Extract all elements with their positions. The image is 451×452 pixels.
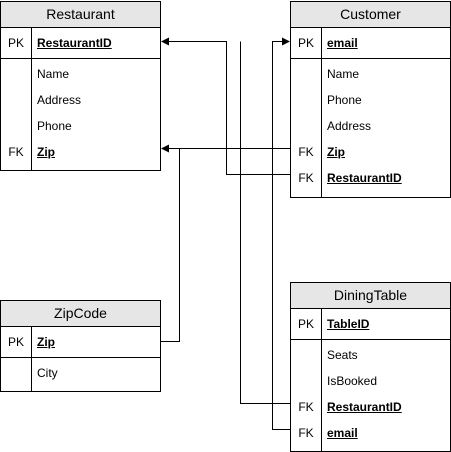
row-field: Address	[291, 113, 450, 139]
field-name: Zip	[37, 335, 55, 349]
key-column-divider	[321, 27, 322, 197]
field-name: email	[327, 36, 358, 50]
field-name: Zip	[327, 145, 345, 159]
key-label: PK	[7, 36, 24, 50]
field-name: IsBooked	[327, 374, 378, 388]
key-label: FK	[298, 145, 314, 159]
row-pk: PK Zip	[1, 329, 160, 355]
row-pk: PK TableID	[291, 311, 450, 337]
field-name: Name	[37, 67, 70, 81]
key-column-divider	[31, 326, 32, 391]
key-column-divider	[31, 27, 32, 170]
row-field: Name	[291, 61, 450, 87]
row-field: FK Zip	[291, 139, 450, 165]
key-label: FK	[298, 171, 314, 185]
row-pk: PK RestaurantID	[1, 30, 160, 56]
field-name: Name	[327, 67, 360, 81]
entity-zipcode: ZipCode PK Zip City	[0, 300, 161, 392]
row-field: Phone	[291, 87, 450, 113]
entity-title: Customer	[291, 2, 450, 28]
row-field: City	[1, 360, 160, 386]
field-name: Seats	[327, 348, 358, 362]
entity-title: ZipCode	[1, 301, 160, 327]
link-diningtable-restaurant	[240, 41, 291, 404]
row-field: Name	[1, 61, 160, 87]
row-field: FK RestaurantID	[291, 165, 450, 191]
link-customer-restaurant	[161, 37, 291, 175]
key-label: PK	[7, 335, 24, 349]
key-label: FK	[8, 145, 24, 159]
row-field: FK email	[291, 420, 450, 446]
row-field: Seats	[291, 342, 450, 368]
key-column-divider	[321, 308, 322, 451]
field-name: Phone	[327, 93, 362, 107]
field-name: City	[37, 366, 58, 380]
field-name: RestaurantID	[37, 36, 112, 50]
field-name: Address	[327, 119, 372, 133]
entity-title: Restaurant	[1, 2, 160, 28]
entity-diningtable: DiningTable PK TableID Seats IsBooked FK…	[290, 282, 451, 452]
row-field: FK Zip	[1, 139, 160, 165]
key-label: PK	[297, 317, 314, 331]
link-diningtable-customer	[272, 37, 291, 430]
row-field: Phone	[1, 113, 160, 139]
key-label: FK	[298, 400, 314, 414]
row-field: Address	[1, 87, 160, 113]
link-zipcode-restaurant	[160, 148, 180, 342]
row-pk: PK email	[291, 30, 450, 56]
row-field: IsBooked	[291, 368, 450, 394]
field-name: email	[327, 426, 358, 440]
key-label: PK	[297, 36, 314, 50]
field-name: RestaurantID	[327, 400, 402, 414]
entity-title: DiningTable	[291, 283, 450, 309]
entity-restaurant: Restaurant PK RestaurantID Name Address …	[0, 1, 161, 171]
field-name: Address	[37, 93, 82, 107]
field-name: RestaurantID	[327, 171, 402, 185]
field-name: Phone	[37, 119, 72, 133]
key-label: FK	[298, 426, 314, 440]
field-name: Zip	[37, 145, 55, 159]
field-name: TableID	[327, 317, 370, 331]
row-field: FK RestaurantID	[291, 394, 450, 420]
entity-customer: Customer PK email Name Phone Address FK Z…	[290, 1, 451, 198]
